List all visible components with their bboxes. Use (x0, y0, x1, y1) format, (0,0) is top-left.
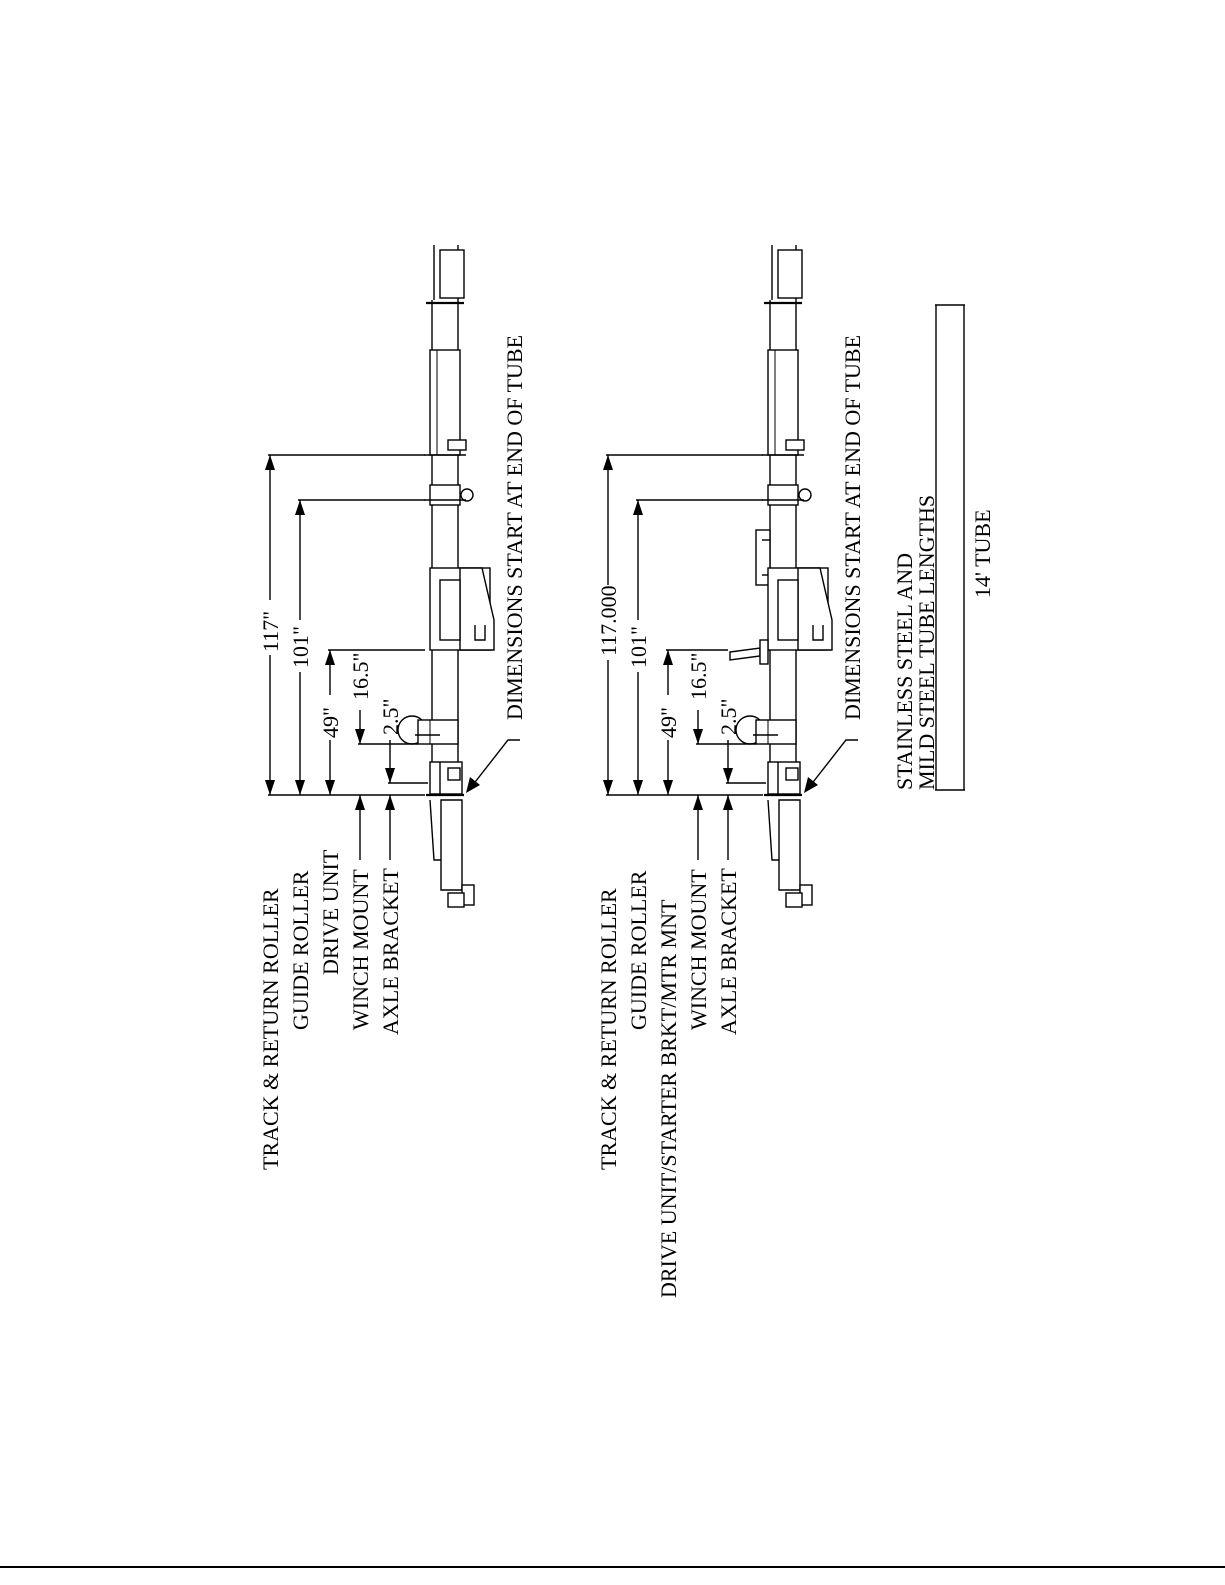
axle-bracket-1 (429, 761, 463, 795)
dim-track-return-roller-2 (603, 454, 763, 795)
drive-unit-2 (767, 567, 833, 651)
drive-unit-1 (429, 567, 495, 651)
dim-value-winch-mount-1: 16.5" (348, 653, 373, 700)
dim-winch-mount-2 (693, 710, 756, 860)
winch-mount-1 (397, 715, 459, 745)
label-axle-bracket-2: AXLE BRACKET (716, 868, 741, 1035)
label-guide-roller-2: GUIDE ROLLER (626, 870, 651, 1030)
motor-mount-2 (729, 639, 769, 665)
drawing-1: TRACK & RETURN ROLLER GUIDE ROLLER DRIVE… (258, 245, 527, 1170)
dim-axle-bracket-1 (385, 740, 428, 860)
dim-value-guide-roller-1: 101" (288, 626, 313, 668)
tube-1 (426, 245, 465, 797)
winch-mount-2 (735, 715, 797, 745)
tube-2 (764, 245, 803, 797)
note-dimensions-2: DIMENSIONS START AT END OF TUBE (840, 335, 865, 720)
dim-value-drive-unit-1: 49" (318, 707, 343, 738)
dim-value-drive-unit-2: 49" (656, 707, 681, 738)
trailer-frame-1 (429, 799, 475, 908)
dim-value-track-return-roller-2: 117.000 (596, 585, 621, 656)
dim-axle-bracket-2 (723, 740, 766, 860)
label-winch-mount-1: WINCH MOUNT (348, 869, 373, 1030)
label-drive-unit-2: DRIVE UNIT/STARTER BRKT/MTR MNT (656, 899, 681, 1298)
dim-drive-unit-1 (325, 649, 425, 795)
starter-bracket-2 (755, 529, 771, 586)
tube-note-line-2: MILD STEEL TUBE LENGTHS (914, 495, 939, 790)
label-axle-bracket-1: AXLE BRACKET (378, 868, 403, 1035)
dim-guide-roller-2 (633, 499, 763, 795)
note-leader-2 (804, 739, 858, 793)
label-track-return-roller-2: TRACK & RETURN ROLLER (596, 888, 621, 1170)
track-return-roller-1 (424, 349, 467, 456)
dim-track-return-roller-1 (265, 454, 425, 795)
dim-winch-mount-1 (355, 710, 418, 860)
dim-value-track-return-roller-1: 117" (258, 611, 283, 652)
tube-note-line-1: STAINLESS STEEL AND (892, 553, 917, 790)
page-bottom-rule (0, 1566, 1225, 1568)
dim-drive-unit-2 (663, 649, 728, 795)
dim-value-winch-mount-2: 16.5" (686, 653, 711, 700)
tube-length-label: 14' TUBE (970, 509, 995, 598)
label-drive-unit-1: DRIVE UNIT (318, 849, 343, 975)
trailer-frame-2 (767, 799, 813, 908)
track-return-roller-2 (762, 349, 805, 456)
note-dimensions-1: DIMENSIONS START AT END OF TUBE (502, 335, 527, 720)
dim-value-axle-bracket-1: 2.5" (378, 699, 403, 735)
dim-guide-roller-1 (295, 499, 425, 795)
label-winch-mount-2: WINCH MOUNT (686, 869, 711, 1030)
axle-bracket-2 (767, 761, 801, 795)
dim-value-guide-roller-2: 101" (626, 626, 651, 668)
guide-roller-2 (762, 484, 812, 506)
dim-value-axle-bracket-2: 2.5" (716, 699, 741, 735)
drawing-2: TRACK & RETURN ROLLER GUIDE ROLLER DRIVE… (596, 245, 865, 1298)
tube-length-note: STAINLESS STEEL AND MILD STEEL TUBE LENG… (892, 304, 995, 791)
guide-roller-1 (424, 484, 474, 506)
label-guide-roller-1: GUIDE ROLLER (288, 870, 313, 1030)
note-leader-1 (466, 739, 520, 793)
label-track-return-roller-1: TRACK & RETURN ROLLER (258, 888, 283, 1170)
